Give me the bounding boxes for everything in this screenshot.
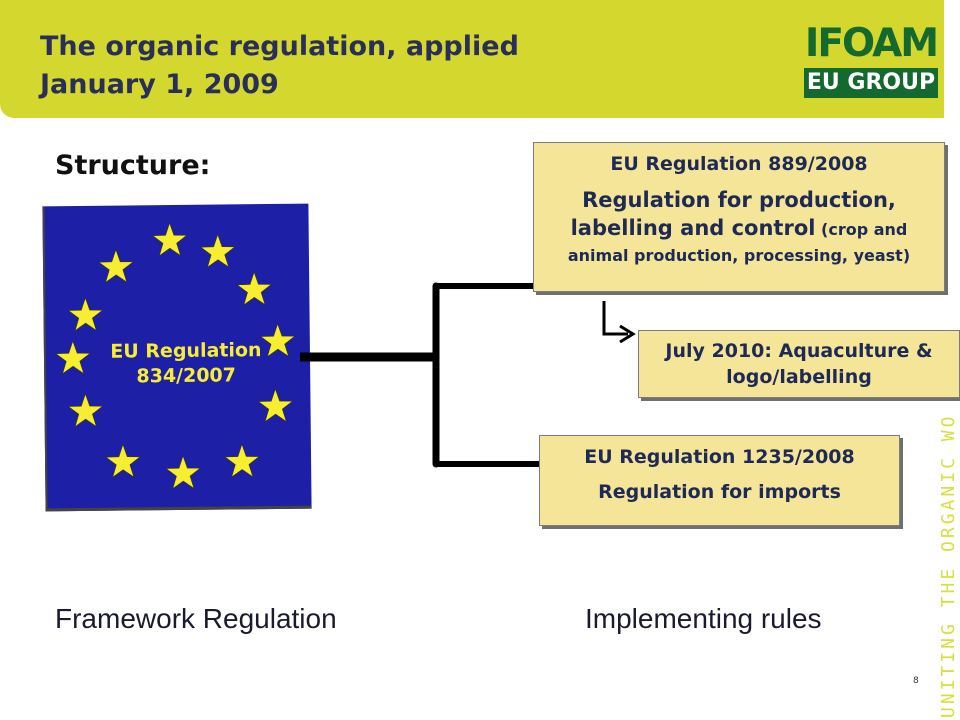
caption-framework: Framework Regulation [55, 603, 337, 634]
regulation-889-body-1: Regulation for production, [582, 188, 896, 212]
logo-group-label: EU GROUP [804, 68, 938, 98]
logo-wordmark: IFOAM [804, 21, 939, 66]
structure-heading: Structure: [55, 150, 211, 181]
regulation-889-title: EU Regulation 889/2008 [610, 153, 868, 175]
title-line-2: January 1, 2009 [40, 69, 279, 100]
arrow-connector [602, 301, 628, 336]
aquaculture-line-2: logo/labelling [726, 366, 872, 388]
page-number: 8 [913, 676, 919, 686]
vertical-tagline: UNITING THE ORGANIC WO [938, 413, 959, 718]
regulation-1235-box: EU Regulation 1235/2008 Regulation for i… [539, 435, 900, 526]
regulation-889-body-2-small: (crop and [815, 220, 908, 239]
regulation-889-body-3: animal production, processing, yeast) [567, 246, 911, 265]
regulation-889-body-2-main: labelling and control [570, 216, 816, 240]
ifoam-eu-group-logo: IFOAM EU GROUP [804, 21, 939, 98]
regulation-889-box: EU Regulation 889/2008 Regulation for pr… [533, 142, 945, 292]
regulation-889-body-2: labelling and control (crop and [534, 214, 944, 243]
title-line-1: The organic regulation, applied [40, 31, 519, 62]
aquaculture-box: July 2010: Aquaculture & logo/labelling [638, 330, 960, 398]
title-banner: The organic regulation, applied January … [0, 0, 944, 118]
regulation-1235-title: EU Regulation 1235/2008 [584, 446, 855, 468]
arrow-head-icon [619, 324, 636, 344]
regulation-1235-body: Regulation for imports [598, 481, 841, 503]
slide-title: The organic regulation, applied January … [40, 28, 519, 104]
caption-implementing: Implementing rules [585, 603, 822, 634]
aquaculture-line-1: July 2010: Aquaculture & [665, 340, 933, 362]
